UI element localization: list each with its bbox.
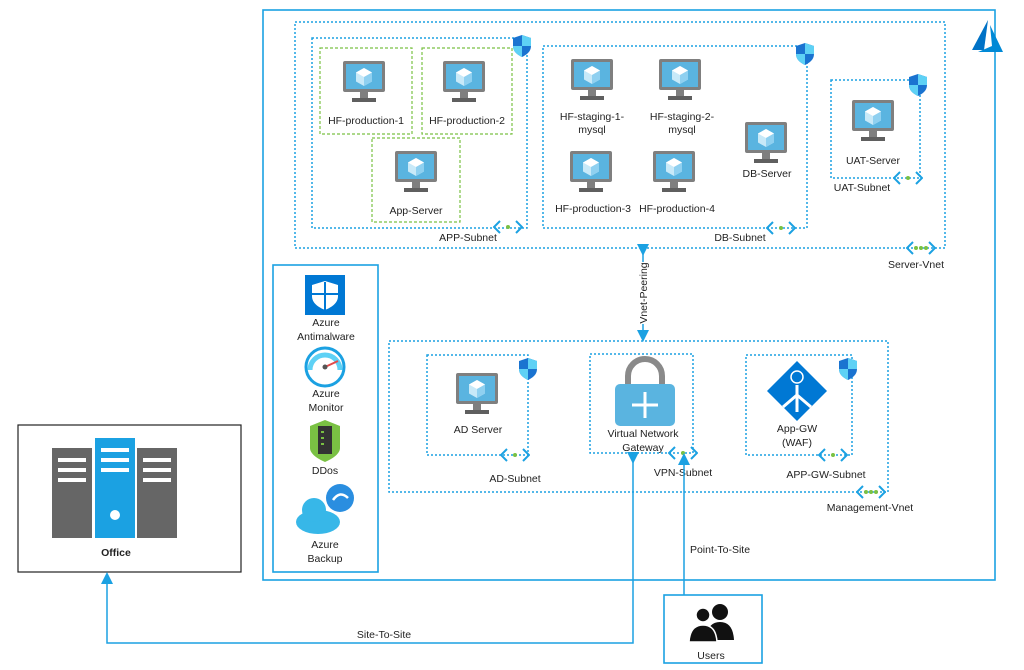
site-to-site-label: Site-To-Site xyxy=(357,629,411,641)
azure-monitor-label: Azure xyxy=(312,388,340,400)
vm-icon xyxy=(343,61,385,102)
app-subnet-label: APP-Subnet xyxy=(439,232,497,244)
application-gateway-icon xyxy=(767,361,827,421)
uat-subnet xyxy=(830,79,921,179)
users-label: Users xyxy=(697,650,724,662)
vm-label: HF-production-1 xyxy=(328,115,404,127)
management-vnet xyxy=(388,340,889,493)
ad-subnet-label: AD-Subnet xyxy=(489,473,540,485)
vm-icon xyxy=(456,373,498,414)
vm-label: App-Server xyxy=(389,205,443,217)
antimalware-icon xyxy=(305,275,345,315)
vm-icon xyxy=(659,59,701,100)
app-subnet xyxy=(311,37,528,229)
vm-icon xyxy=(745,122,787,163)
azure-logo xyxy=(972,20,1003,52)
vm-label: HF-production-4 xyxy=(639,203,715,215)
db-subnet xyxy=(542,45,808,229)
vm-label: UAT-Server xyxy=(846,155,901,167)
vnet-peering-label: Vnet-Peering xyxy=(638,262,650,323)
vm-label: HF-production-2 xyxy=(429,115,505,127)
vm-label: AD Server xyxy=(454,424,503,436)
azure-backup-icon xyxy=(296,484,354,534)
vpn-subnet-label: VPN-Subnet xyxy=(654,467,712,479)
vm-box-hf-production-2 xyxy=(421,47,513,135)
app-gw-subnet-label: APP-GW-Subnet xyxy=(786,469,865,481)
azure-backup-label: Backup xyxy=(307,553,342,565)
vm-icon xyxy=(570,151,612,192)
vm-icon xyxy=(653,151,695,192)
nsg-shield-icon xyxy=(519,358,537,380)
vm-label: HF-staging-2- xyxy=(650,111,715,123)
vm-label: DB-Server xyxy=(742,168,792,180)
office-servers-icon xyxy=(52,438,177,538)
vpn-subnet xyxy=(589,353,694,454)
app-gw-label: (WAF) xyxy=(782,437,812,449)
ddos-protection-icon xyxy=(310,420,340,462)
vm-box-hf-production-1 xyxy=(319,47,413,135)
ddos-label: DDos xyxy=(312,465,338,477)
db-subnet-label: DB-Subnet xyxy=(714,232,765,244)
app-gw-label: App-GW xyxy=(777,423,817,435)
nsg-shield-icon xyxy=(839,358,857,380)
vpn-gateway-label: Virtual Network xyxy=(608,428,680,440)
subnet-icon xyxy=(818,448,848,462)
nsg-shield-icon xyxy=(796,43,814,65)
server-vnet xyxy=(294,21,946,249)
nsg-shield-icon xyxy=(513,35,531,57)
office-label: Office xyxy=(101,547,131,559)
app-gw-subnet xyxy=(745,354,853,456)
vm-icon xyxy=(852,100,894,141)
vm-label: HF-production-3 xyxy=(555,203,631,215)
vm-icon xyxy=(571,59,613,100)
management-vnet-label: Management-Vnet xyxy=(827,502,913,514)
nsg-shield-icon xyxy=(909,74,927,96)
vm-icon xyxy=(443,61,485,102)
uat-subnet-label: UAT-Subnet xyxy=(834,182,890,194)
azure-cloud-boundary xyxy=(262,9,996,581)
vm-label: mysql xyxy=(668,124,695,136)
users-icon xyxy=(688,604,734,643)
antimalware-label: Antimalware xyxy=(297,331,355,343)
vm-label: mysql xyxy=(578,124,605,136)
point-to-site-label: Point-To-Site xyxy=(690,544,750,556)
vpn-gateway-lock-icon xyxy=(615,356,675,426)
ad-subnet xyxy=(426,354,529,456)
server-vnet-label: Server-Vnet xyxy=(888,259,944,271)
azure-backup-label: Azure xyxy=(311,539,339,551)
site-to-site-connector xyxy=(101,452,639,644)
azure-monitor-label: Monitor xyxy=(308,402,344,414)
vm-icon xyxy=(395,151,437,192)
users-box xyxy=(663,594,763,664)
vm-box-app-server xyxy=(371,137,461,223)
azure-monitor-icon xyxy=(304,346,346,388)
vm-label: HF-staging-1- xyxy=(560,111,625,123)
vpn-gateway-label: Gateway xyxy=(622,442,664,454)
antimalware-label: Azure xyxy=(312,317,340,329)
subnet-icon xyxy=(493,220,523,234)
